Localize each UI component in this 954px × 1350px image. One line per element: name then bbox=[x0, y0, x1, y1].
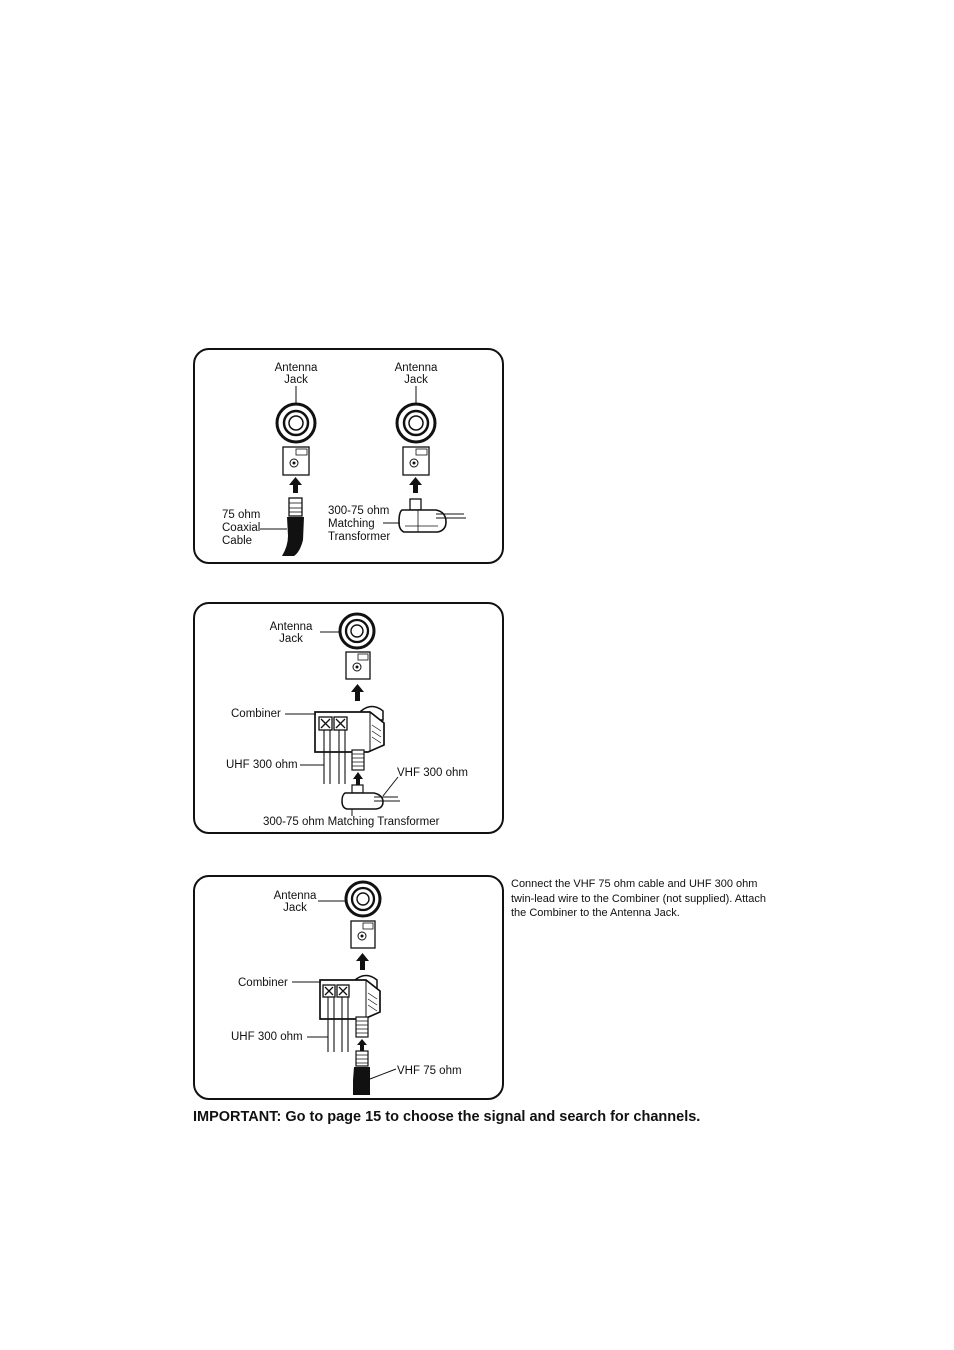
matching-transformer-icon bbox=[341, 784, 400, 810]
combiner-icon bbox=[319, 974, 381, 1038]
ant-port-icon bbox=[282, 446, 310, 476]
matching-transformer-icon bbox=[398, 498, 466, 533]
antenna-jack-icon bbox=[395, 402, 437, 444]
diagram-panel-coax-and-transformer bbox=[193, 348, 504, 564]
uhf-label: UHF 300 ohm bbox=[231, 1031, 303, 1043]
antenna-jack-icon bbox=[344, 880, 382, 918]
arrow-up-icon bbox=[353, 772, 363, 786]
arrow-up-icon bbox=[356, 953, 369, 970]
arrow-up-icon bbox=[289, 477, 302, 493]
antenna-jack-icon bbox=[275, 402, 317, 444]
combiner-icon bbox=[314, 705, 385, 771]
vhf-label: VHF 75 ohm bbox=[397, 1065, 462, 1077]
connection-instructions: Connect the VHF 75 ohm cable and UHF 300… bbox=[511, 878, 766, 919]
important-notice: IMPORTANT: Go to page 15 to choose the s… bbox=[193, 1109, 701, 1125]
combiner-label: Combiner bbox=[231, 708, 281, 720]
ant-port-icon bbox=[345, 651, 371, 680]
vhf-label: VHF 300 ohm bbox=[397, 767, 468, 779]
ant-port-icon bbox=[350, 920, 376, 949]
arrow-up-icon bbox=[357, 1039, 367, 1051]
antenna-jack-icon bbox=[338, 612, 376, 650]
coaxial-cable-icon bbox=[353, 1050, 370, 1095]
combiner-label: Combiner bbox=[238, 977, 288, 989]
coaxial-cable-icon bbox=[282, 497, 304, 556]
uhf-label: UHF 300 ohm bbox=[226, 759, 298, 771]
arrow-up-icon bbox=[351, 684, 364, 701]
ant-port-icon bbox=[402, 446, 430, 476]
transformer-label: 300-75 ohm Matching Transformer bbox=[263, 816, 440, 828]
arrow-up-icon bbox=[409, 477, 422, 493]
